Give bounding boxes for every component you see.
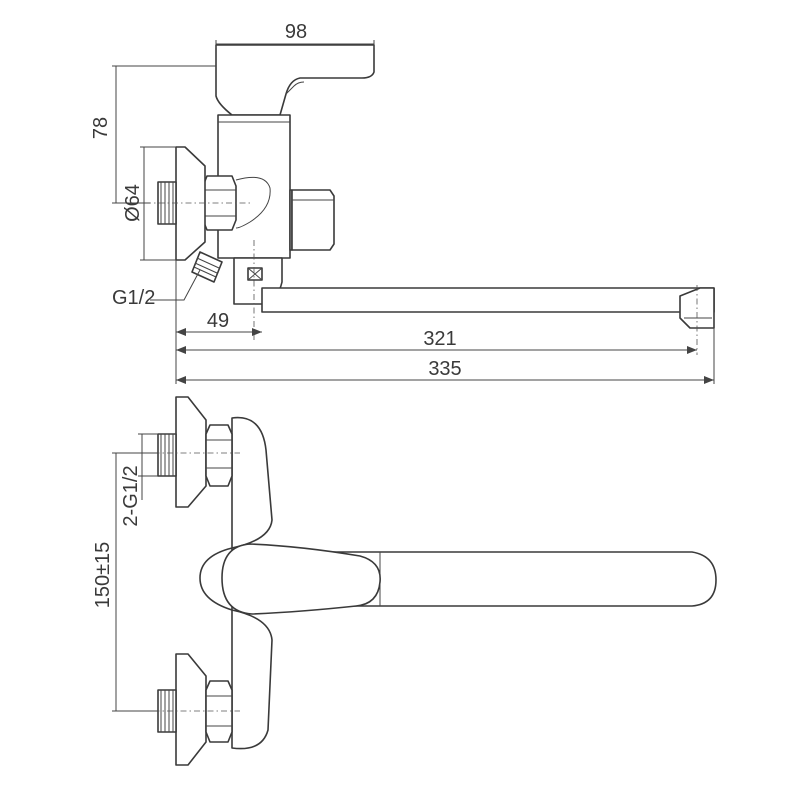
lever-handle [215,44,375,116]
front-view: 2-G1/2 150±15 [92,396,717,766]
upper-escutcheon [175,396,207,508]
lever-handle-front [221,543,381,615]
upper-nut [205,424,233,487]
spout-base-cross [247,267,263,281]
connector-curve [235,176,271,229]
label-center-distance: 150±15 [92,542,114,609]
spout-pipe [261,287,715,313]
dim-diameter [140,146,176,261]
dim-spout-reach [176,346,697,354]
label-inlet-threads: 2-G1/2 [120,465,142,526]
lower-escutcheon [175,653,207,766]
dim-inlet-threads [138,433,176,500]
escutcheon-side [175,146,206,261]
label-overall-length: 335 [428,358,461,380]
thread-leader [150,269,201,301]
lower-nut [205,680,233,743]
angled-outlet-threads [193,257,220,278]
label-top-width: 98 [285,21,307,43]
dim-offset [175,260,262,384]
label-offset: 49 [207,310,229,332]
spout-front [329,551,717,607]
label-diameter: Ø64 [122,184,144,222]
faucet-body-front [199,416,273,750]
side-view: 98 78 Ø64 G1/2 49 [90,21,715,384]
dim-top-width [215,40,375,48]
label-height: 78 [90,117,112,139]
dim-center-distance [112,452,158,712]
upper-thread-lines [160,434,174,476]
lever-handle-detail [285,81,305,95]
label-spout-reach: 321 [423,328,456,350]
label-inlet-thread: G1/2 [112,287,155,309]
dim-overall-length [176,328,715,384]
diverter-cap [291,189,335,251]
